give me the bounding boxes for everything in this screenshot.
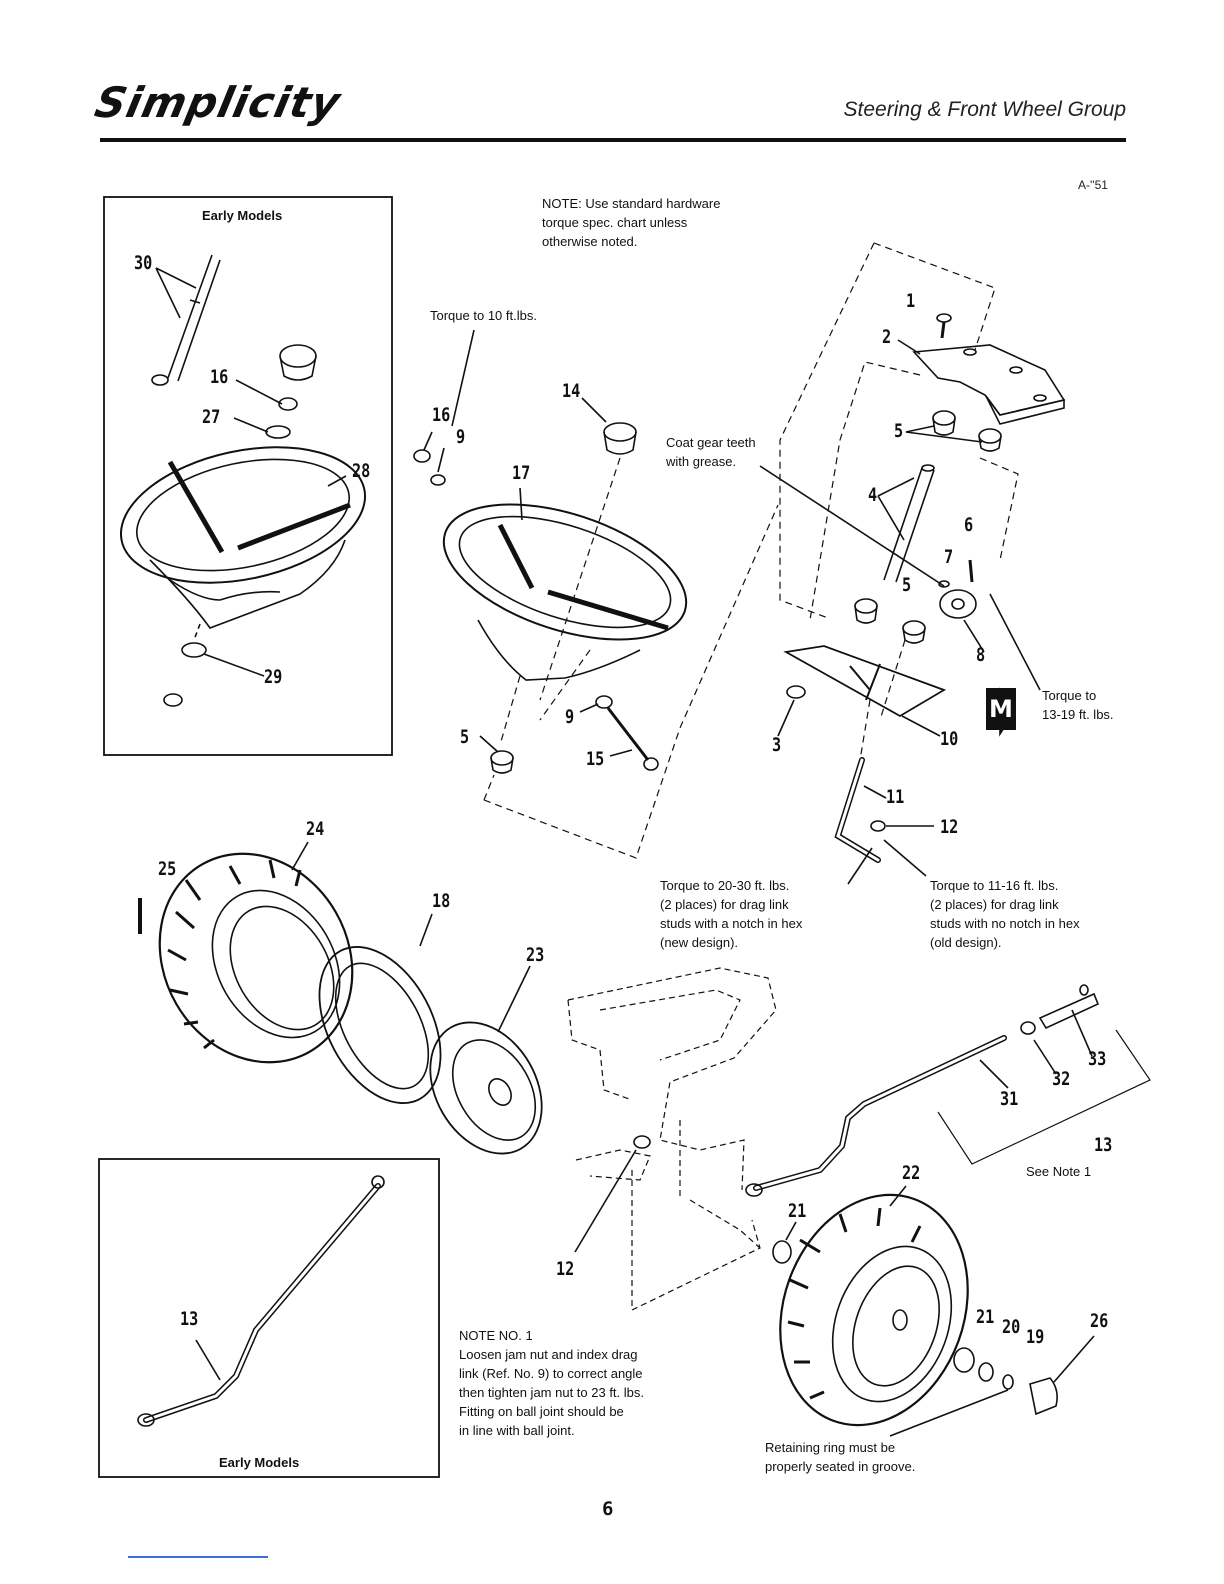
note-hardware: NOTE: Use standard hardware torque spec.…: [542, 196, 721, 249]
early-models-box-bottom: [98, 1158, 440, 1478]
note-grease: Coat gear teeth with grease.: [666, 435, 756, 469]
section-title: Steering & Front Wheel Group: [843, 98, 1126, 121]
part-number: 13: [1094, 1134, 1113, 1156]
tire-right: [779, 1193, 969, 1427]
part-number: 23: [526, 944, 545, 966]
part-number: 32: [1052, 1068, 1071, 1090]
frame-outline: [567, 967, 777, 1311]
header-rule: [100, 138, 1126, 142]
part-number: 5: [460, 726, 470, 748]
part-number: 7: [944, 546, 954, 568]
bracket-assembly: [912, 313, 1066, 425]
part-number: 5: [894, 420, 904, 442]
part-number: 18: [432, 890, 451, 912]
part-number: 9: [565, 706, 575, 728]
part-number: 12: [940, 816, 959, 838]
part-number: 2: [882, 326, 892, 348]
note-see-note-1: See Note 1: [1026, 1164, 1092, 1179]
early-models-label-bottom: Early Models: [219, 1455, 300, 1470]
part-number: 12: [556, 1258, 575, 1280]
note-no-1: NOTE NO. 1 Loosen jam nut and index drag…: [459, 1328, 645, 1438]
drawing-code: A-''51: [1078, 178, 1108, 192]
steering-wheel-center: [442, 503, 688, 681]
part-number: 5: [902, 574, 912, 596]
part-number: 17: [512, 462, 531, 484]
metric-badge: M: [986, 688, 1016, 730]
note-torque-13-19: Torque to 13-19 ft. lbs.: [1042, 688, 1114, 722]
note-torque-11-16: Torque to 11-16 ft. lbs. (2 places) for …: [930, 878, 1080, 950]
part-number: 29: [264, 666, 283, 688]
note-retaining-ring: Retaining ring must be properly seated i…: [765, 1440, 916, 1474]
part-number: 26: [1090, 1310, 1109, 1332]
part-number: 30: [134, 252, 153, 274]
part-number: 6: [964, 514, 974, 536]
part-number: 28: [352, 460, 371, 482]
part-number: 31: [1000, 1088, 1019, 1110]
part-number: 1: [906, 290, 916, 312]
part-number: 3: [772, 734, 782, 756]
part-number: 25: [158, 858, 177, 880]
footer-underline: [128, 1556, 268, 1558]
part-number: 22: [902, 1162, 921, 1184]
part-number: 19: [1026, 1326, 1045, 1348]
note-torque-10: Torque to 10 ft.lbs.: [430, 308, 537, 323]
note-torque-20-30: Torque to 20-30 ft. lbs. (2 places) for …: [660, 878, 803, 950]
page-number: 6: [602, 1498, 614, 1520]
part-number: 16: [432, 404, 451, 426]
part-number: 16: [210, 366, 229, 388]
part-number: 10: [940, 728, 959, 750]
part-number: 27: [202, 406, 221, 428]
part-number: 33: [1088, 1048, 1107, 1070]
cap-early: [265, 344, 317, 439]
part-number: 14: [562, 380, 581, 402]
steering-shaft-early: [151, 254, 221, 386]
part-number: 15: [586, 748, 605, 770]
part-number: 11: [886, 786, 905, 808]
part-number: 21: [788, 1200, 807, 1222]
part-number: 13: [180, 1308, 199, 1330]
part-number: 4: [868, 484, 878, 506]
part-number: 8: [976, 644, 986, 666]
part-number: 21: [976, 1306, 995, 1328]
steering-wheel-early: [119, 446, 367, 629]
part-number: 24: [306, 818, 325, 840]
early-models-box-top: [103, 196, 393, 756]
part-number: 20: [1002, 1316, 1021, 1338]
tire-left: [158, 852, 354, 1064]
early-models-label-top: Early Models: [202, 208, 283, 223]
part-number: 9: [456, 426, 466, 448]
